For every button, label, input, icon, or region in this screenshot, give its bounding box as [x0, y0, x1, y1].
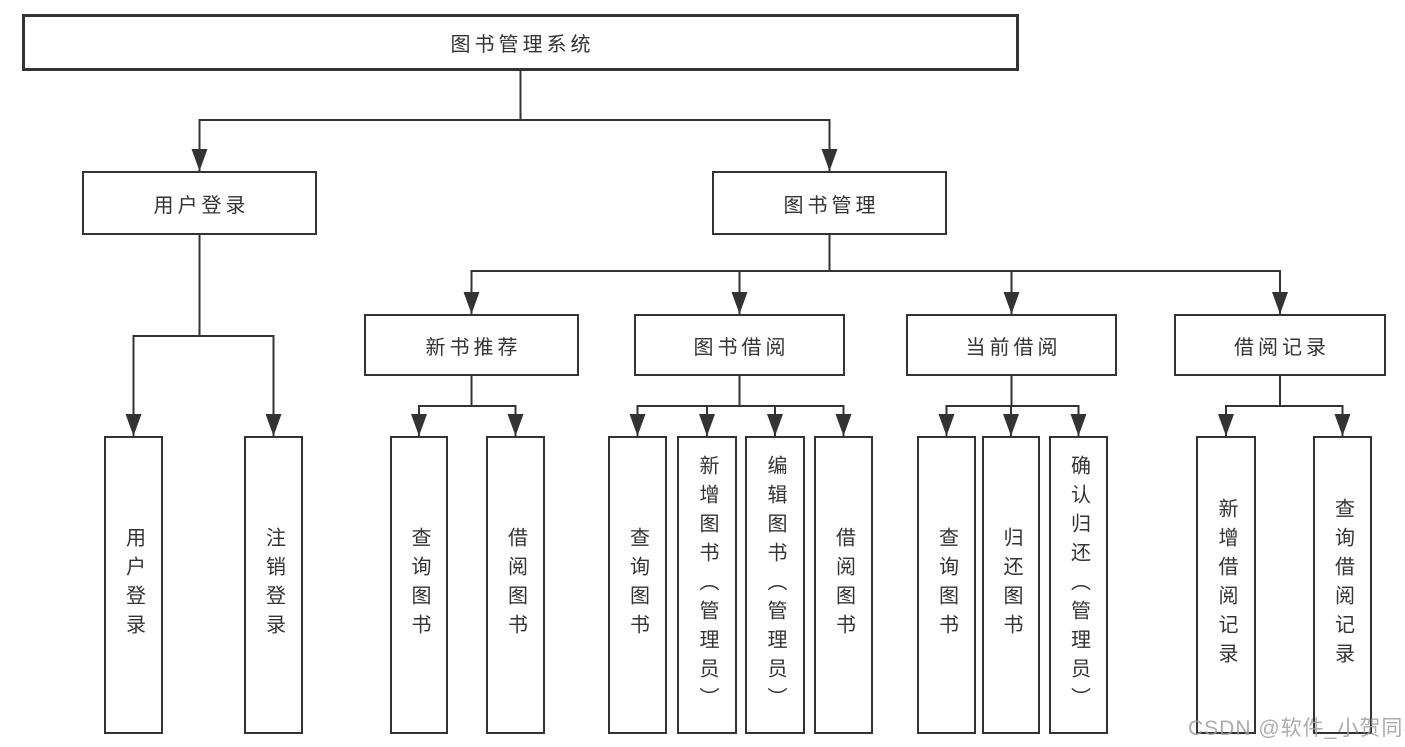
node-label: 图书管理: [783, 194, 880, 217]
node-label: 确认归还（管理员）: [1067, 454, 1090, 716]
node-user-login: 用户登录: [82, 171, 317, 235]
leaf-logout: 注销登录: [244, 436, 303, 734]
node-label: 借阅记录: [1234, 336, 1330, 359]
leaf-query-books-recommend: 查询图书: [390, 436, 448, 734]
node-new-book-recommendation: 新书推荐: [364, 314, 579, 376]
leaf-confirm-return-admin: 确认归还（管理员）: [1049, 436, 1108, 734]
node-label: 查询图书: [408, 527, 430, 643]
leaf-add-borrow-record: 新增借阅记录: [1196, 436, 1256, 734]
node-label: 图书借阅: [693, 336, 790, 359]
node-current-borrowing: 当前借阅: [906, 314, 1117, 376]
node-label: 用户登录: [153, 194, 250, 217]
leaf-borrow-books-borrow: 借阅图书: [814, 436, 873, 734]
leaf-query-books-current: 查询图书: [917, 436, 976, 734]
node-label: 归还图书: [1000, 527, 1022, 643]
watermark: CSDN @软件_小贺同学: [1188, 717, 1405, 740]
node-label: 查询借阅记录: [1331, 498, 1354, 672]
leaf-edit-books-admin: 编辑图书（管理员）: [745, 436, 805, 734]
node-label: 图书管理系统: [450, 34, 595, 56]
leaf-query-borrow-record: 查询借阅记录: [1313, 436, 1372, 734]
node-library-management-system: 图书管理系统: [22, 14, 1019, 71]
node-label: 编辑图书（管理员）: [764, 454, 786, 716]
node-label: 新书推荐: [425, 336, 522, 359]
node-label: 查询图书: [626, 527, 649, 643]
node-label: 当前借阅: [965, 336, 1062, 359]
node-label: 注销登录: [262, 527, 285, 643]
node-label: 借阅图书: [504, 527, 527, 643]
node-borrowing-records: 借阅记录: [1174, 314, 1386, 376]
node-label: 借阅图书: [832, 527, 855, 643]
leaf-user-login: 用户登录: [104, 436, 163, 734]
leaf-return-books: 归还图书: [982, 436, 1040, 734]
leaf-borrow-books-recommend: 借阅图书: [486, 436, 545, 734]
node-book-management: 图书管理: [712, 171, 947, 235]
node-label: 新增借阅记录: [1215, 498, 1237, 672]
node-book-borrowing: 图书借阅: [634, 314, 845, 376]
node-label: 查询图书: [935, 527, 958, 643]
node-label: 用户登录: [122, 527, 145, 643]
node-label: 新增图书（管理员）: [696, 454, 718, 716]
leaf-add-books-admin: 新增图书（管理员）: [677, 436, 737, 734]
leaf-query-books-borrow: 查询图书: [608, 436, 667, 734]
